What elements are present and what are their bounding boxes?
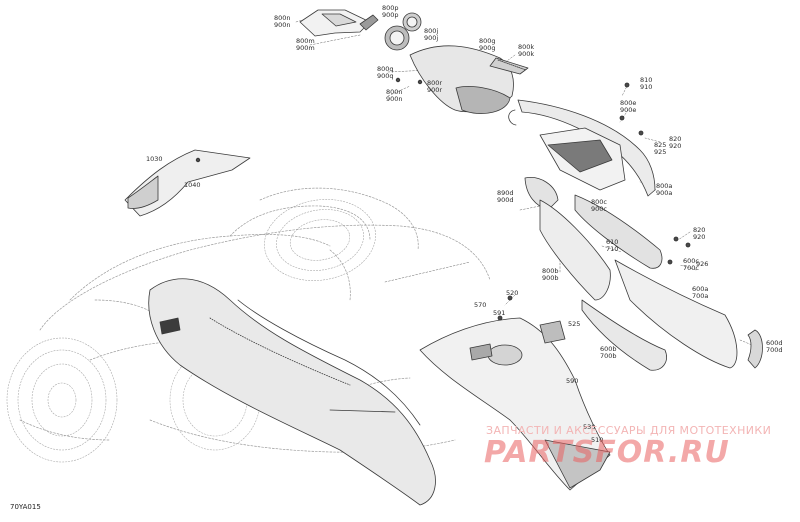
part-upper-cowl <box>409 45 529 114</box>
callout-591: 591 <box>493 309 506 317</box>
callout-1030: 1030 <box>146 155 163 163</box>
part-gauge-pods <box>384 12 422 51</box>
callout-520: 520 <box>506 289 519 297</box>
callout-570: 570 <box>474 301 487 309</box>
ghost-tire-rear <box>264 199 376 281</box>
callout-1040: 1040 <box>184 181 201 189</box>
part-center-console <box>419 317 611 491</box>
part-small-bracket <box>524 177 559 211</box>
part-fasteners <box>195 77 691 321</box>
watermark-logo: PARTSFOR.RU <box>484 435 730 470</box>
callout-530: 530 <box>583 423 596 431</box>
part-long-rail <box>508 99 656 197</box>
watermark-tagline: ЗАПЧАСТИ И АКСЕССУАРЫ ДЛЯ МОТОТЕХНИКИ <box>486 424 772 437</box>
callout-926: 926 <box>696 260 709 268</box>
figure-code: 70YA015 <box>10 503 41 511</box>
part-headlight-bezel <box>299 9 379 37</box>
part-large-side-fairing <box>148 278 436 506</box>
ghost-tire-front <box>6 337 118 463</box>
callout-525: 525 <box>568 320 581 328</box>
callout-510: 510 <box>591 436 604 444</box>
part-side-panel-left <box>124 149 251 217</box>
callout-590: 590 <box>566 377 579 385</box>
part-mid-panel <box>539 127 626 191</box>
part-side-fairing-right <box>539 194 763 371</box>
